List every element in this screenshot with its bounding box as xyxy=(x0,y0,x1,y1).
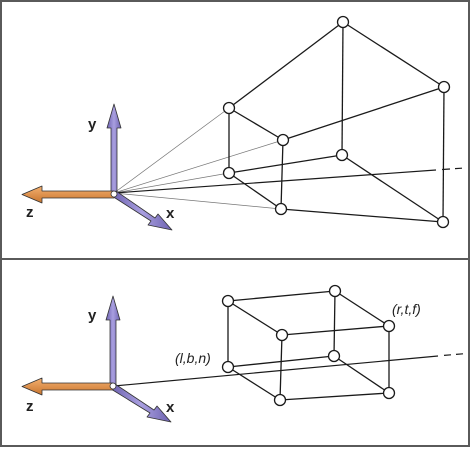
vertex-far-top-left xyxy=(330,286,341,297)
vertex-far-top-right xyxy=(439,82,450,93)
vertex-near-top-right xyxy=(277,330,288,341)
near-right-edge xyxy=(280,335,282,400)
vertex-far-top-right xyxy=(384,321,395,332)
far-top-edge xyxy=(335,291,389,326)
vertex-near-top-right xyxy=(278,135,289,146)
x-axis-arrow xyxy=(111,384,171,422)
side-edge-top-right xyxy=(283,87,444,140)
near-bottom-edge xyxy=(229,173,281,209)
ray-top-right xyxy=(114,140,283,193)
view-direction-tail xyxy=(456,354,463,355)
z-axis-label: z xyxy=(26,398,34,415)
far-bottom-edge xyxy=(342,155,443,222)
z-axis-label: z xyxy=(26,204,34,221)
vertex-far-bottom-right xyxy=(384,388,395,399)
view-direction-tail xyxy=(444,355,451,356)
side-edge-top-left xyxy=(229,22,343,108)
corner-label-far: (r,t,f) xyxy=(392,301,421,317)
near-top-edge xyxy=(228,301,282,335)
vertex-near-bottom-right xyxy=(276,204,287,215)
ortho-box-edges xyxy=(228,291,389,400)
far-right-edge xyxy=(443,87,444,222)
perspective-panel: y x z xyxy=(22,17,462,231)
origin-point xyxy=(110,383,116,389)
y-axis-arrow xyxy=(107,104,121,193)
vertex-near-top-left xyxy=(223,296,234,307)
vertex-far-bottom-left xyxy=(329,351,340,362)
x-axis-arrow xyxy=(112,191,172,230)
view-rays xyxy=(114,108,283,209)
ray-top-left xyxy=(114,108,229,193)
y-axis-label: y xyxy=(88,307,97,324)
x-axis-label: x xyxy=(166,399,175,416)
y-axis-arrow xyxy=(106,296,120,386)
side-edge-bottom-right xyxy=(281,209,443,222)
origin-point xyxy=(111,191,117,197)
corner-label-near: (l,b,n) xyxy=(175,350,211,366)
vertex-near-bottom-left xyxy=(224,168,235,179)
y-axis-label: y xyxy=(88,116,97,133)
ortho-box-vertices xyxy=(223,286,395,406)
orthographic-panel: (l,b,n) (r,t,f) y x z xyxy=(22,286,463,423)
vertex-near-bottom-left xyxy=(223,362,234,373)
side-edge-bottom-left xyxy=(229,155,342,173)
orthographic-axes xyxy=(22,296,171,422)
x-axis-label: x xyxy=(166,205,175,222)
side-edge-bottom-right xyxy=(280,393,389,400)
ray-bottom-left xyxy=(114,173,229,193)
side-edge-top-right xyxy=(282,326,389,335)
vertex-near-bottom-right xyxy=(275,395,286,406)
z-axis-arrow xyxy=(22,378,113,395)
vertex-near-top-left xyxy=(224,103,235,114)
near-right-edge xyxy=(281,140,283,209)
side-edge-top-left xyxy=(228,291,335,301)
vertex-far-bottom-right xyxy=(438,217,449,228)
near-top-edge xyxy=(229,108,283,140)
vertex-far-top-left xyxy=(338,17,349,28)
frustum-edges xyxy=(229,22,444,222)
far-left-edge xyxy=(342,22,343,155)
far-left-edge xyxy=(334,291,335,356)
z-axis-arrow xyxy=(22,186,114,203)
vertex-far-bottom-left xyxy=(337,150,348,161)
far-top-edge xyxy=(343,22,444,87)
view-direction-line xyxy=(114,170,436,193)
